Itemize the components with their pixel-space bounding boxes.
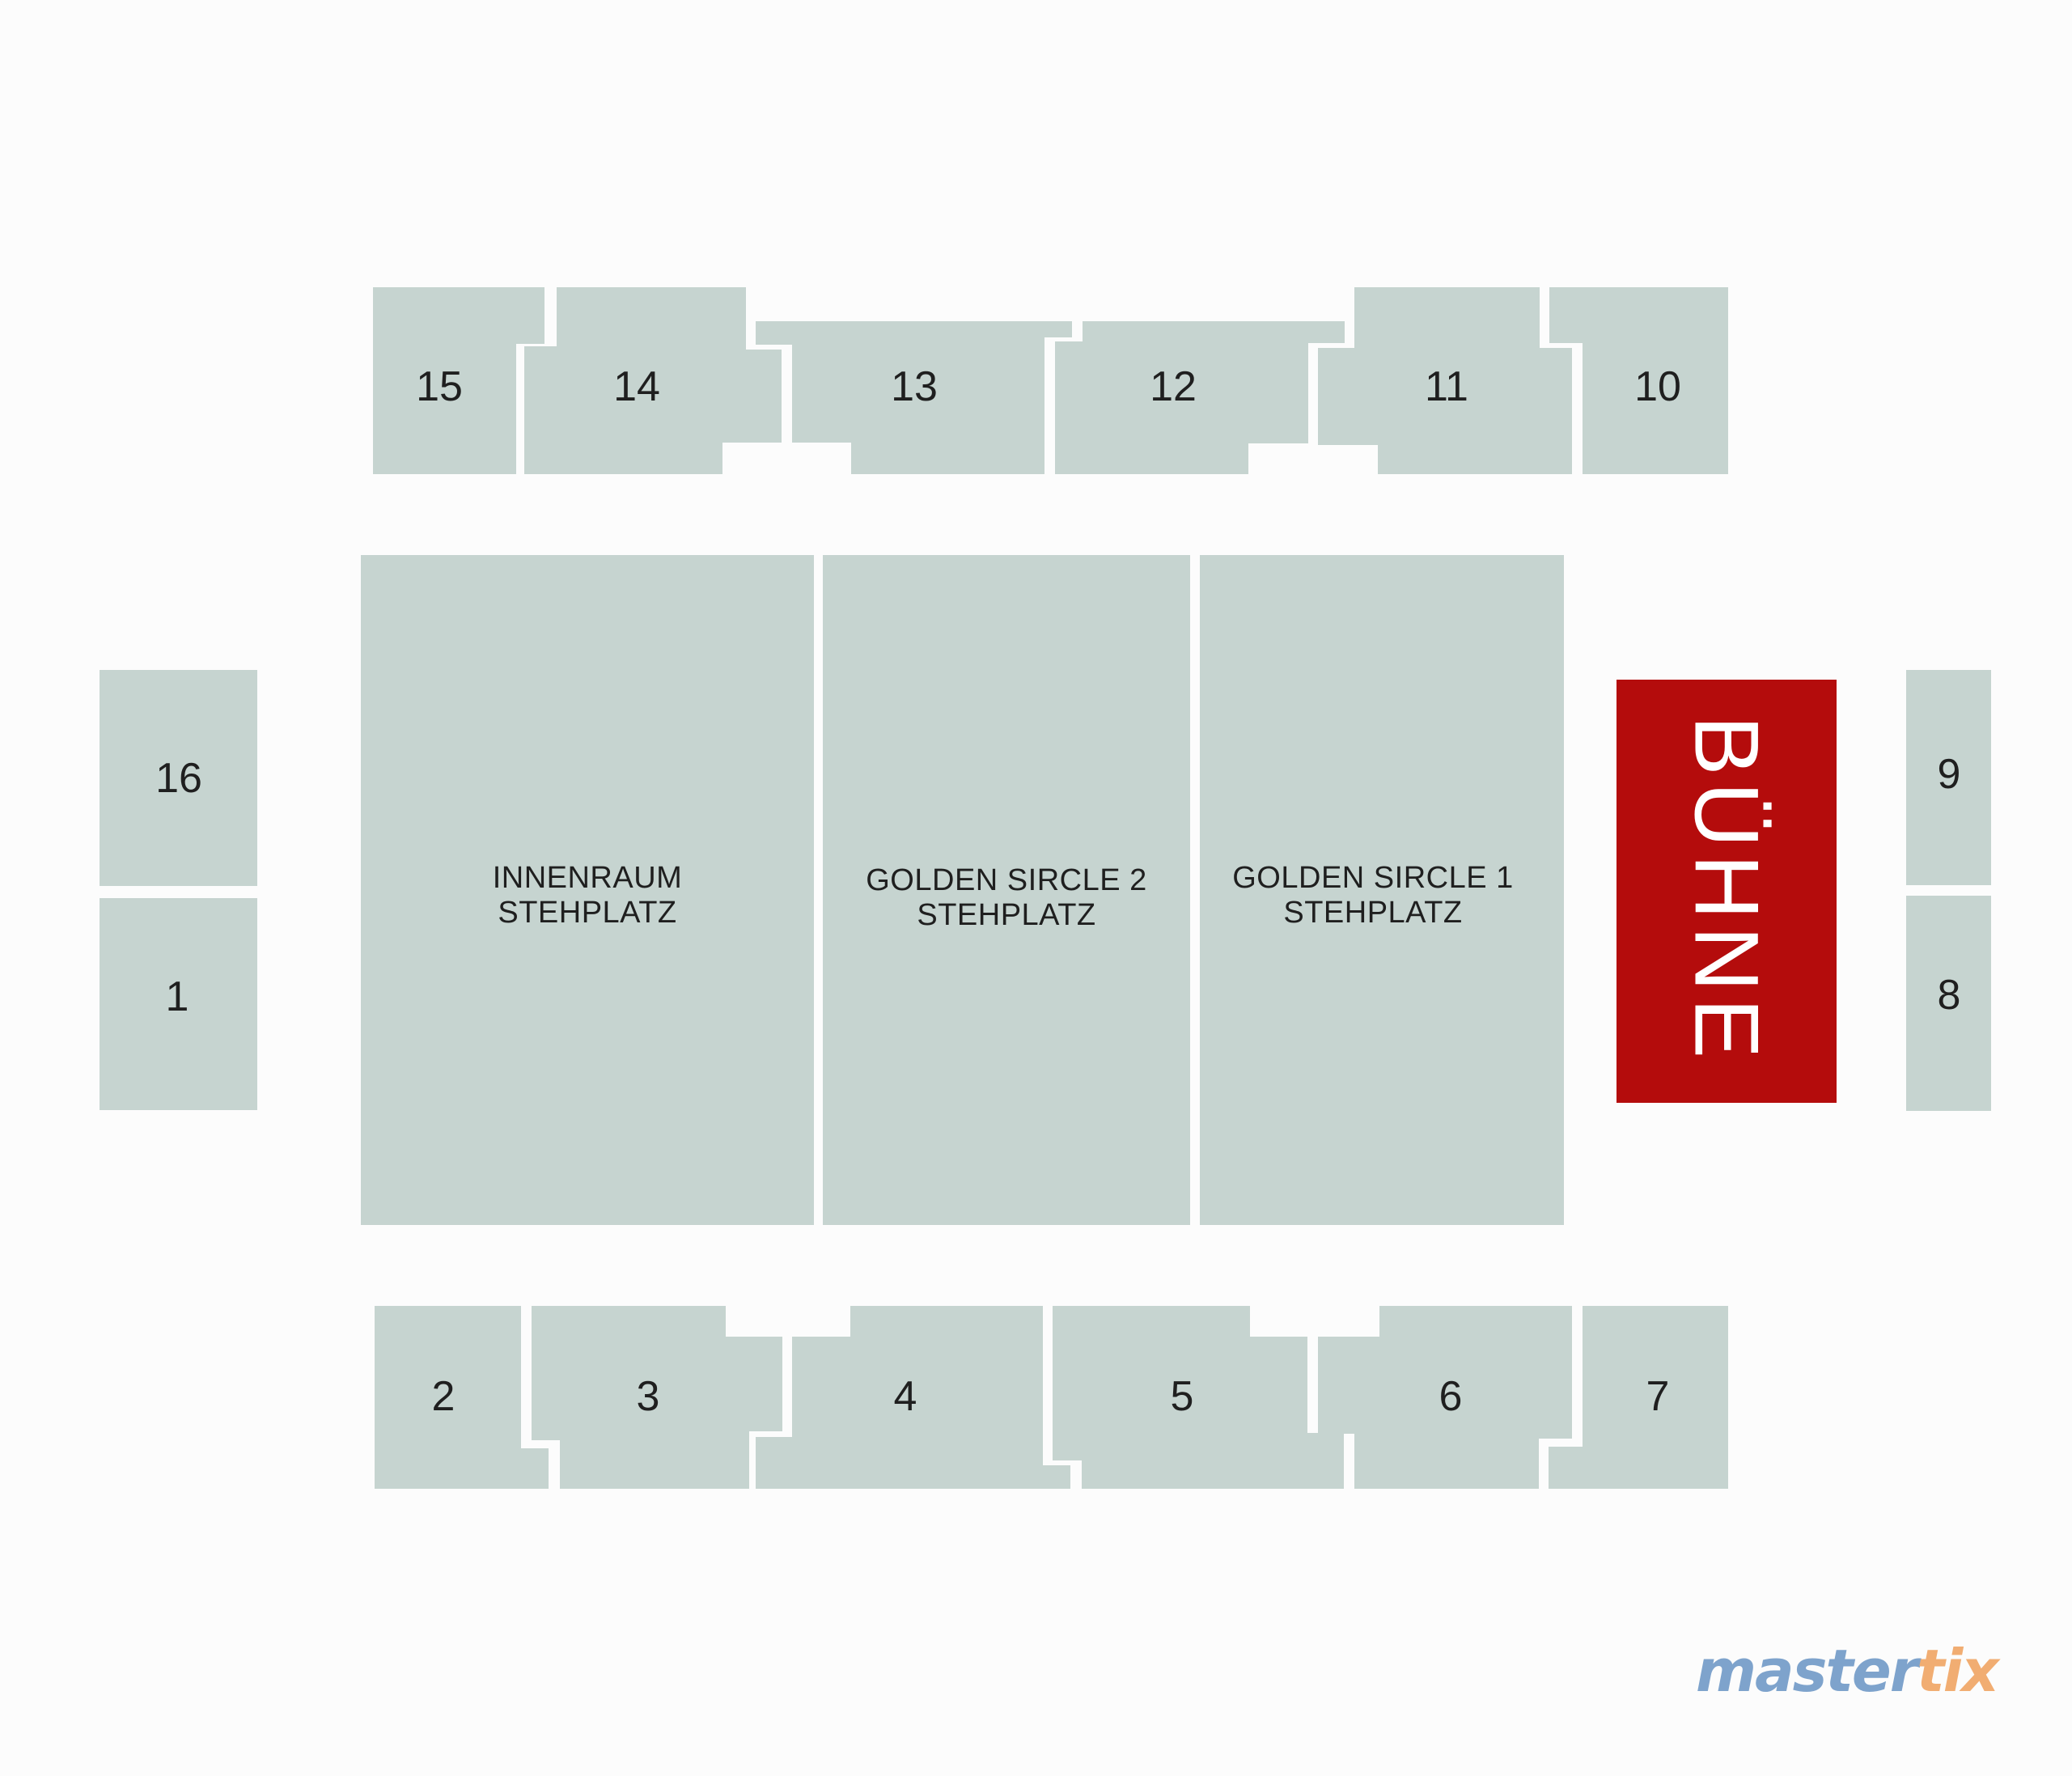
section-15[interactable]: 15 [373,287,544,474]
stage: BÜHNE [1616,680,1837,1103]
logo-master-text: master [1696,1637,1922,1705]
section-10[interactable]: 10 [1549,287,1728,474]
section-4[interactable]: 4 [756,1306,1070,1489]
section-7[interactable]: 7 [1549,1306,1728,1489]
logo-tix-text: tix [1917,1637,2001,1705]
section-5[interactable]: 5 [1053,1306,1344,1489]
section-1[interactable]: 1 [100,898,257,1110]
floor-golden-sircle-1[interactable]: GOLDEN SIRCLE 1 STEHPLATZ [1200,555,1564,1225]
section-3[interactable]: 3 [532,1306,782,1489]
floor-innenraum[interactable]: INNENRAUM STEHPLATZ [361,555,814,1225]
section-16[interactable]: 16 [100,670,257,886]
section-13[interactable]: 13 [756,321,1072,474]
section-11[interactable]: 11 [1318,287,1572,474]
stage-label: BÜHNE [1676,715,1778,1065]
section-6[interactable]: 6 [1318,1306,1572,1489]
mastertix-logo: mastertix [1696,1637,2002,1705]
svg-text:mastertix: mastertix [1696,1637,2001,1705]
section-2[interactable]: 2 [375,1306,549,1489]
section-14[interactable]: 14 [524,287,782,474]
section-12[interactable]: 12 [1055,321,1345,474]
floor-golden-sircle-2[interactable]: GOLDEN SIRCLE 2 STEHPLATZ [823,555,1190,1225]
section-9[interactable]: 9 [1906,670,1991,885]
section-8[interactable]: 8 [1906,896,1991,1111]
